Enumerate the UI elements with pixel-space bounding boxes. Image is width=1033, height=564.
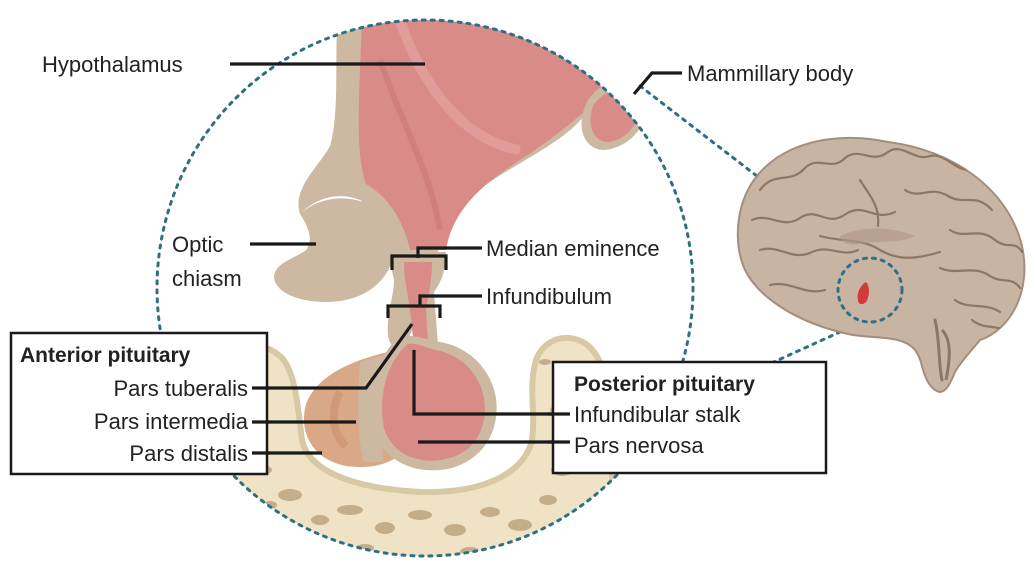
label-hypothalamus: Hypothalamus xyxy=(42,52,183,77)
label-median-eminence: Median eminence xyxy=(486,236,660,261)
label-mammillary-body: Mammillary body xyxy=(687,61,853,86)
label-pars-nervosa: Pars nervosa xyxy=(574,433,704,458)
optic-chiasm-tissue xyxy=(274,198,394,302)
label-pars-tuberalis: Pars tuberalis xyxy=(113,376,248,401)
label-optic-line2: chiasm xyxy=(172,266,242,291)
label-infundibular-stalk: Infundibular stalk xyxy=(574,402,741,427)
brain-sagittal-icon xyxy=(738,138,1025,392)
label-pars-intermedia: Pars intermedia xyxy=(94,409,249,434)
label-pars-distalis: Pars distalis xyxy=(129,441,248,466)
anterior-pituitary-title: Anterior pituitary xyxy=(20,344,191,367)
label-optic-line1: Optic xyxy=(172,232,223,257)
label-infundibulum: Infundibulum xyxy=(486,284,612,309)
posterior-pituitary-title: Posterior pituitary xyxy=(574,373,755,396)
